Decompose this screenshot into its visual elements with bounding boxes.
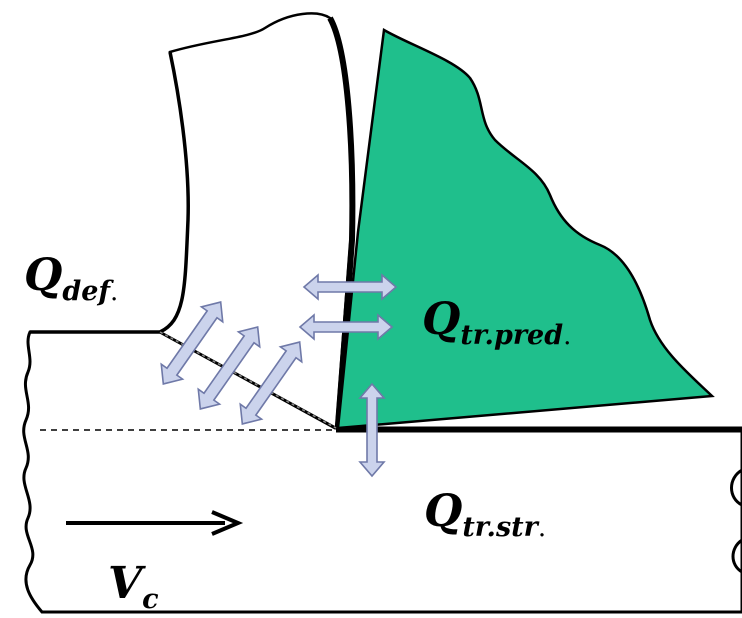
cutting-speed-arrow — [66, 510, 244, 536]
chip-back-edge — [327, 16, 356, 429]
cutting-tool — [336, 27, 715, 430]
right-edge-arc — [730, 468, 742, 574]
chip-front-edge — [30, 51, 190, 334]
label-q-tr-str-dot: . — [537, 513, 547, 543]
label-q-def-dot: . — [110, 277, 119, 307]
label-v-c-sub: c — [142, 584, 159, 615]
label-q-tr-str-main: Q — [424, 486, 463, 537]
label-v-c-main: V — [108, 558, 143, 609]
label-q-def-sub: def — [62, 276, 110, 307]
label-q-def: Qdef. — [24, 254, 118, 306]
label-q-def-main: Q — [24, 250, 63, 301]
label-q-tr-str: Qtr.str. — [424, 490, 546, 542]
label-v-c: Vc — [108, 562, 159, 614]
label-q-tr-pred: Qtr.pred. — [422, 298, 571, 350]
label-q-tr-pred-main: Q — [422, 294, 461, 345]
label-q-tr-pred-sub: tr.pred — [460, 320, 564, 351]
label-q-tr-pred-dot: . — [563, 321, 572, 351]
label-q-tr-str-sub: tr.str — [462, 512, 538, 543]
